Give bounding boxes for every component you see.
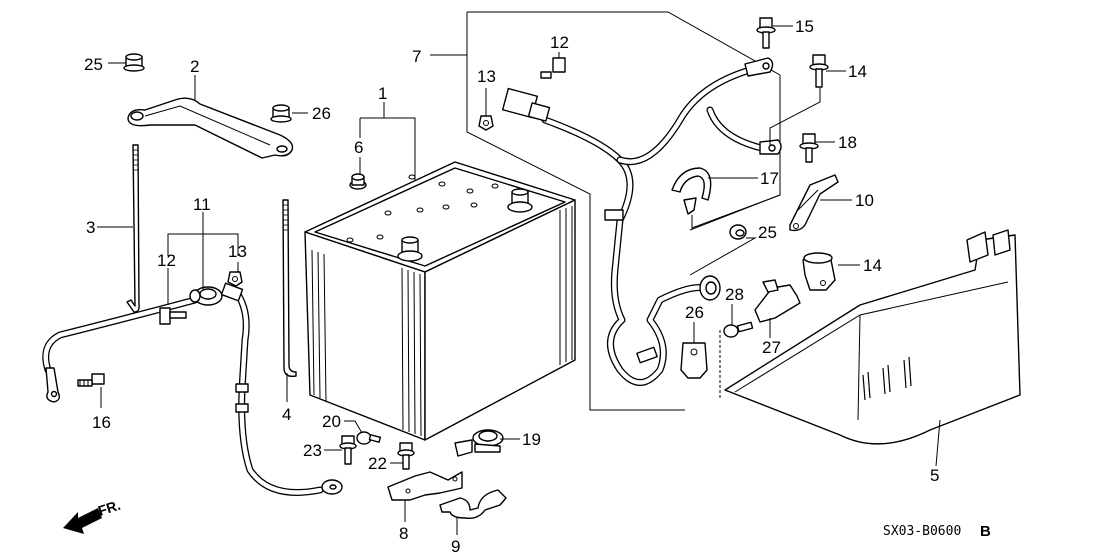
- callout-14: 14: [863, 256, 882, 275]
- cable-bracket-8: [387, 471, 463, 501]
- callout-6: 6: [354, 138, 363, 157]
- terminal-cover-26: [680, 342, 708, 379]
- diagram-code: SX03-B0600 B: [883, 523, 991, 540]
- cable-bracket-27: [754, 279, 801, 323]
- flange-bolt-15: [809, 54, 829, 88]
- cable-connector: [501, 87, 551, 122]
- callout-5: 5: [930, 466, 939, 485]
- callout-10: 10: [855, 191, 874, 210]
- flange-bolt-16: [756, 17, 776, 49]
- cable-clamp-9: [439, 489, 507, 520]
- front-direction-indicator: FR.: [63, 497, 122, 534]
- callout-21: 20: [322, 412, 341, 431]
- terminal-bolt-12a: [159, 307, 187, 325]
- callout-16: 15: [795, 17, 814, 36]
- terminal-nut-13b: [478, 115, 494, 131]
- callout-26: 26: [685, 303, 704, 322]
- ground-terminal-clamp: [189, 282, 244, 306]
- front-arrow-icon: [63, 508, 102, 534]
- flange-bolt-23: [339, 435, 357, 465]
- flange-bolt-22: [397, 442, 415, 470]
- callout-labels: 25 2 26 1 6 3 11 12 13 16 4 20 23 22 8 9…: [84, 17, 939, 554]
- callout-1: 1: [378, 84, 387, 103]
- callout-12b: 12: [550, 33, 569, 52]
- callout-13a: 13: [228, 242, 247, 261]
- callout-3: 3: [86, 218, 95, 237]
- flange-nut-24a: [123, 53, 145, 72]
- front-direction-label: FR.: [96, 497, 122, 519]
- cable-eyelet-top: [744, 57, 774, 77]
- callout-11: 11: [193, 195, 211, 214]
- battery-terminal-positive: [507, 188, 533, 213]
- ground-cable: [42, 282, 343, 496]
- callout-23: 23: [303, 441, 322, 460]
- cable-terminal-end: [699, 275, 721, 301]
- terminal-clamp-19: [454, 429, 504, 457]
- callout-4: 4: [282, 405, 291, 424]
- ground-cable-lug: [45, 367, 61, 403]
- flange-bolt-28: [723, 321, 754, 338]
- ground-cable-eyelet: [321, 479, 343, 495]
- diagram-code-text: SX03-B0600: [883, 524, 961, 539]
- battery-tray: [724, 229, 1021, 445]
- terminal-bolt-12b: [540, 57, 566, 79]
- callout-13b: 13: [477, 67, 496, 86]
- callout-8: 8: [399, 524, 408, 543]
- cable-eyelet-right: [759, 139, 782, 155]
- callout-24a: 25: [84, 55, 103, 74]
- callout-22: 22: [368, 454, 387, 473]
- callout-25: 25: [758, 223, 777, 242]
- diagram-code-suffix: B: [980, 523, 991, 540]
- nut-25: [729, 224, 747, 240]
- battery-terminal-negative: [397, 236, 423, 262]
- hold-down-rod-left: [126, 144, 140, 313]
- callout-20: 18: [838, 133, 857, 152]
- callout-28: 28: [725, 285, 744, 304]
- cable-assembly-group-outline: [430, 11, 781, 411]
- callout-19: 19: [522, 430, 541, 449]
- callout-27: 27: [762, 338, 781, 357]
- callout-17: 16: [92, 413, 111, 432]
- callout-2: 2: [190, 57, 199, 76]
- flange-nut-24b: [270, 104, 292, 123]
- terminal-nut-13a: [227, 271, 243, 287]
- battery-cable: [501, 57, 782, 386]
- hold-down-bracket: [127, 97, 294, 159]
- callout-7: 7: [412, 47, 421, 66]
- callout-24b: 26: [312, 104, 331, 123]
- callout-12a: 12: [157, 251, 176, 270]
- ground-bolt-17: [77, 373, 105, 387]
- callout-18: 17: [760, 169, 779, 188]
- washer-screw-21: [356, 431, 382, 445]
- callout-15: 14: [848, 62, 867, 81]
- vent-plug-6: [349, 173, 367, 190]
- harness-band-18: [671, 167, 712, 215]
- leader-lines: [97, 25, 941, 535]
- hold-down-rod-right: [282, 199, 297, 378]
- callout-9: 9: [451, 537, 460, 554]
- battery: [304, 161, 576, 441]
- flange-bolt-20: [799, 133, 819, 163]
- cable-stay-10: [789, 174, 839, 232]
- cable-clip-14: [802, 252, 836, 291]
